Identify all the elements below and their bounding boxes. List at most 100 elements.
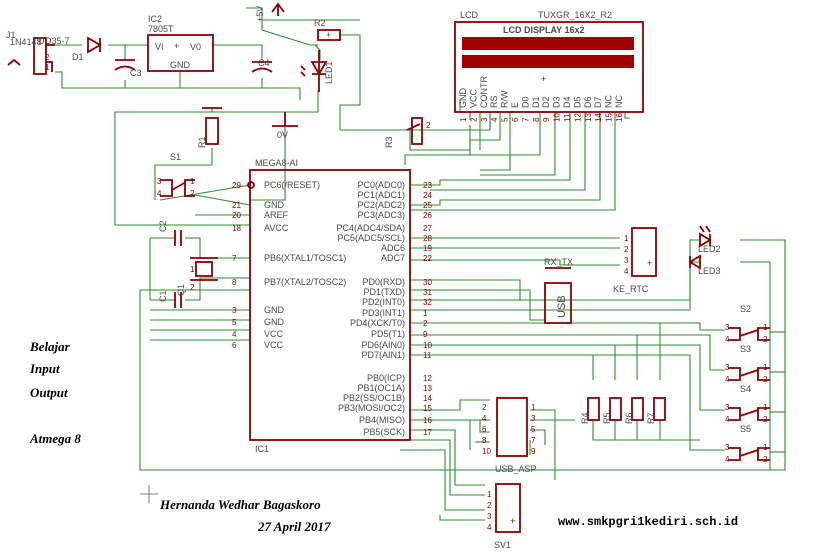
switch-pin-number: 1 — [763, 363, 768, 372]
q1-pin-2: 2 — [190, 283, 195, 292]
c2-label: C2 — [158, 220, 168, 232]
mcu-pin-number: 7 — [232, 254, 237, 263]
ground-0v: 0V — [272, 112, 298, 140]
lcd-pin-number: 2 — [469, 117, 478, 122]
ic2-label: IC2 — [148, 14, 162, 24]
sv1-pin-number: 2 — [487, 501, 492, 510]
diode-d1: 1N4148 DO35-7 D1 — [10, 36, 102, 62]
mcu-pin-number: 12 — [423, 374, 432, 383]
j1-label: J1 — [6, 30, 16, 40]
switch-pin-number: 1 — [763, 403, 768, 412]
lcd-pin-label: D6 — [583, 96, 593, 108]
lcd-pin-number: 9 — [542, 117, 551, 122]
lcd-ref: LCD — [460, 10, 479, 20]
mcu-pin-number: 5 — [232, 318, 237, 327]
svg-text:+: + — [510, 516, 515, 526]
q1-label: Q1 — [176, 284, 186, 296]
switch-label: S4 — [740, 384, 751, 394]
mcu-pin-label: PC4(ADC4/SDA) — [336, 223, 405, 233]
mcu-pin-number: 9 — [423, 330, 428, 339]
wire-net — [45, 7, 786, 521]
mcu-pin-number: 30 — [423, 278, 432, 287]
lcd-pin-number: 3 — [480, 117, 489, 122]
r3-pin: 2 — [426, 121, 431, 130]
d1-part: 1N4148 — [10, 37, 42, 47]
lcd-pin-label: RS — [489, 95, 499, 108]
lcd-pin-label: E — [510, 102, 520, 108]
r7-label: R7 — [646, 412, 656, 424]
mcu-pin-label: GND — [264, 305, 285, 315]
note-input: Input — [29, 361, 60, 376]
r6-label: R6 — [624, 412, 634, 424]
capacitor-c4: C4 — [251, 58, 273, 73]
mcu-pin-number: 24 — [423, 191, 432, 200]
r5-label: R5 — [602, 412, 612, 424]
capacitor-c2: C2 — [158, 220, 182, 246]
lcd-pin-label: D0 — [520, 96, 530, 108]
c4-label: C4 — [258, 58, 270, 68]
mcu-pin-label: PC3(ADC3) — [357, 210, 405, 220]
svg-text:+: + — [174, 41, 179, 51]
mcu-pin-number: 19 — [423, 244, 432, 253]
lcd-pin-number: 16 — [615, 113, 624, 122]
svg-text:+: + — [541, 74, 546, 84]
mcu-pin-number: 1 — [423, 309, 428, 318]
usb-asp-pin-number: 5 — [531, 425, 536, 434]
mcu-pin-label: PD2(INT0) — [362, 297, 405, 307]
lcd-pin-number: 5 — [501, 117, 510, 122]
led1-label: LED1 — [324, 61, 334, 84]
switch-s1: S1 3 4 1 2 — [157, 152, 195, 198]
mcu-pin-label: GND — [264, 317, 285, 327]
lcd-pin-label: CONTR — [479, 76, 489, 108]
usb-asp-pin-number: 9 — [531, 447, 536, 456]
lcd-pin-label: NC — [614, 95, 624, 108]
note-output: Output — [30, 385, 68, 400]
switch-pin-number: 1 — [763, 443, 768, 452]
mcu-pin-number: 32 — [423, 298, 432, 307]
svg-text:+: + — [326, 30, 331, 40]
usb-asp-pin-number: 3 — [531, 414, 536, 423]
mcu-pin-number: 16 — [423, 416, 432, 425]
lcd-pin-number: 6 — [511, 117, 520, 122]
s1-pin-1: 1 — [190, 177, 195, 186]
mcu-pin-number: 3 — [232, 306, 237, 315]
lcd-pin-number: 14 — [594, 113, 603, 122]
mcu-pin-label: PD7(AIN1) — [361, 350, 405, 360]
mcu-pin-number: 29 — [232, 181, 241, 190]
switch-pin-number: 1 — [763, 323, 768, 332]
led-led1: LED1 — [300, 50, 334, 92]
mcu-pin-label: PD1(TXD) — [363, 287, 405, 297]
c1-label: C1 — [158, 290, 168, 302]
switch-label: S5 — [740, 424, 751, 434]
r1-label: R1 — [197, 136, 207, 148]
svg-text:+: + — [647, 258, 652, 268]
s1-label: S1 — [170, 152, 181, 162]
origin-crosshair — [140, 485, 158, 503]
usb-asp-pin-number: 7 — [531, 436, 536, 445]
power-jack-j1: J1 2 1 — [6, 30, 55, 75]
ke-rtc-pin-number: 1 — [624, 234, 629, 243]
mcu-pin-label: PB0(ICP) — [367, 373, 405, 383]
mcu-pin-label: PD0(RXD) — [362, 277, 405, 287]
regulator-ic2: IC2 7805T VI V0 GND + — [147, 14, 214, 72]
lcd-pin-label: GND — [458, 88, 468, 109]
led3-label: LED3 — [698, 266, 721, 276]
rx-tx-label: RX_TX — [544, 257, 573, 267]
switch-pin-number: 3 — [725, 403, 730, 412]
r4-label: R4 — [580, 412, 590, 424]
mcu-pin-label: PB2(SS/OC1B) — [343, 393, 405, 403]
mcu-ref: IC1 — [255, 444, 269, 454]
mcu-pin-number: 15 — [423, 404, 432, 413]
usb-connector: RX_TX USB — [544, 257, 573, 324]
resistor-r4: R4 — [580, 397, 600, 424]
j1-pin-2: 2 — [45, 53, 50, 62]
mcu-pin-label: PC0(ADC0) — [357, 180, 405, 190]
mcu-pin-label: PB5(SCK) — [363, 427, 405, 437]
mcu-pin-label: ADC6 — [381, 243, 405, 253]
mcu-pin-label: AREF — [264, 210, 289, 220]
resistor-r6: R6 — [624, 397, 644, 424]
led2-label: LED2 — [698, 244, 721, 254]
